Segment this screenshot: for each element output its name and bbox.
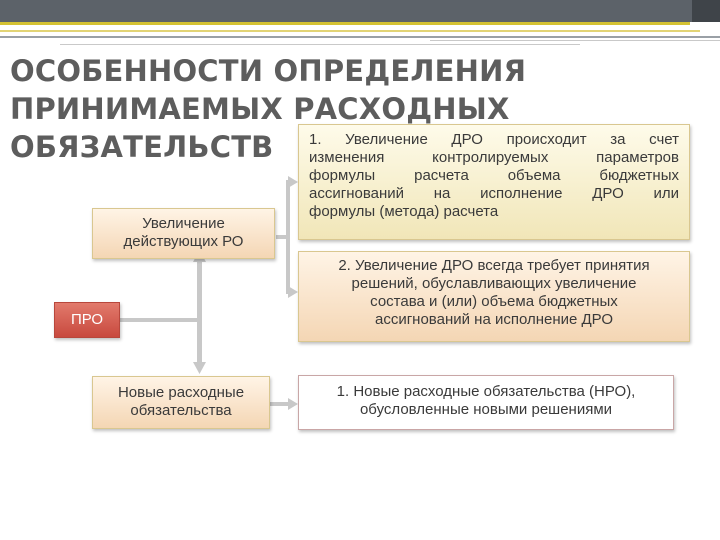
node-increase-ro: Увеличение действующих РО [92, 208, 275, 259]
node-line: обязательства [130, 402, 232, 419]
branch-connector [270, 402, 290, 406]
decor-stripe [0, 22, 690, 25]
note-line: ассигнований на исполнение ДРО или [309, 185, 679, 202]
top-bar [0, 0, 720, 22]
node-new-ro: Новые расходные обязательства [92, 376, 270, 429]
arrow-right [288, 398, 298, 410]
branch-connector [276, 235, 288, 239]
top-bar-corner [692, 0, 720, 22]
title-line: ОСОБЕННОСТИ ОПРЕДЕЛЕНИЯ [10, 54, 527, 88]
decor-line [430, 40, 720, 41]
note-dro-2: 2. Увеличение ДРО всегда требует приняти… [298, 251, 690, 342]
note-line: ассигнований на исполнение ДРО [374, 311, 614, 328]
page-title: ОСОБЕННОСТИ ОПРЕДЕЛЕНИЯ ПРИНИМАЕМЫХ РАСХ… [10, 52, 710, 166]
arrow-down [193, 362, 206, 374]
node-pro: ПРО [54, 302, 120, 338]
note-line: формулы расчета объема бюджетных [309, 167, 679, 184]
arrow-right [288, 176, 298, 188]
note-line: 1. Увеличение ДРО происходит за счет [309, 131, 679, 148]
note-nro: 1. Новые расходные обязательства (НРО), … [298, 375, 674, 430]
title-line: ПРИНИМАЕМЫХ РАСХОДНЫХ ОБЯЗАТЕЛЬСТВ [10, 92, 510, 164]
node-line: Увеличение [142, 215, 225, 232]
decor-line [60, 44, 580, 45]
note-line: 2. Увеличение ДРО всегда требует приняти… [338, 257, 650, 274]
decor-stripe [0, 36, 720, 38]
decor-stripe [0, 30, 700, 32]
note-line: 1. Новые расходные обязательства (НРО), [336, 383, 636, 400]
note-line: решений, обуславливающих увеличение [351, 275, 637, 292]
note-line: состава и (или) объема бюджетных [370, 293, 618, 310]
bracket-connector [286, 180, 290, 294]
note-line: изменения контролируемых параметров [309, 149, 679, 166]
node-label: ПРО [70, 311, 104, 328]
node-line: Новые расходные [117, 384, 245, 401]
pro-connector [118, 318, 198, 322]
arrow-right [288, 286, 298, 298]
node-line: действующих РО [123, 233, 244, 250]
note-line: обусловленные новыми решениями [359, 401, 613, 418]
note-dro-1: 1. Увеличение ДРО происходит за счет изм… [298, 124, 690, 240]
vertical-connector [197, 258, 202, 366]
note-line: формулы (метода) расчета [309, 203, 499, 220]
